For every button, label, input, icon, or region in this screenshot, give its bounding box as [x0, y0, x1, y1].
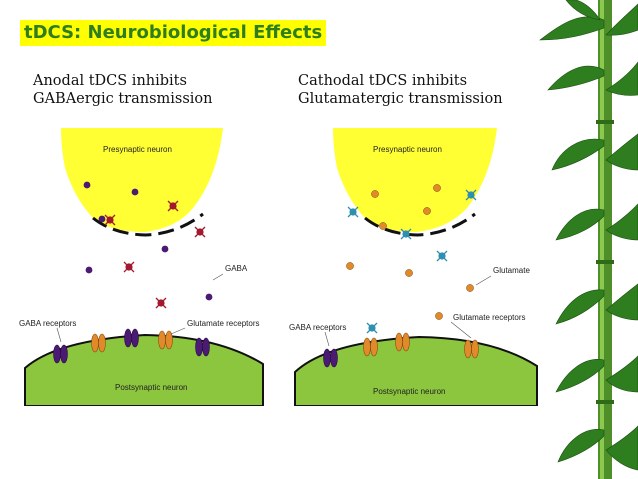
presynaptic-membrane	[92, 212, 204, 237]
gaba-receptors-label: GABA receptors	[289, 323, 346, 332]
postsynaptic-label: Postsynaptic neuron	[115, 383, 188, 392]
presynaptic-membrane	[364, 212, 476, 237]
cathodal-synapse-diagram: Presynaptic neuron Glutamate Postsynapti…	[287, 128, 549, 406]
cathodal-caption-line1: Cathodal tDCS inhibits	[298, 73, 468, 89]
glutamate-receptors	[363, 332, 479, 359]
presynaptic-label: Presynaptic neuron	[373, 145, 442, 154]
gaba-receptors	[53, 328, 210, 364]
glutamate-receptors-label: Glutamate receptors	[453, 313, 525, 322]
postsynaptic-label: Postsynaptic neuron	[373, 387, 446, 396]
slide-title: tDCS: Neurobiological Effects	[20, 20, 327, 46]
cathodal-caption-line2: Glutamatergic transmission	[298, 91, 503, 107]
anodal-caption-line1: Anodal tDCS inhibits	[33, 73, 187, 89]
anodal-synapse-diagram: Presynaptic neuron GABA Postsynaptic neu…	[17, 128, 275, 406]
glutamate-receptors-label: Glutamate receptors	[187, 319, 259, 328]
bamboo-stalk	[596, 0, 614, 479]
presynaptic-neuron	[333, 128, 497, 232]
gaba-label: GABA	[225, 264, 248, 273]
presynaptic-label: Presynaptic neuron	[103, 145, 172, 154]
glutamate-label: Glutamate	[493, 266, 530, 275]
anodal-caption-line2: GABAergic transmission	[33, 91, 213, 107]
cathodal-caption: Cathodal tDCS inhibits Glutamatergic tra…	[298, 72, 503, 108]
anodal-caption: Anodal tDCS inhibits GABAergic transmiss…	[33, 72, 213, 108]
glutamate-receptors	[91, 330, 173, 353]
bamboo-leaves	[539, 0, 638, 471]
gaba-receptors	[323, 348, 338, 368]
presynaptic-neuron	[61, 128, 223, 232]
gaba-receptors-label: GABA receptors	[19, 319, 76, 328]
